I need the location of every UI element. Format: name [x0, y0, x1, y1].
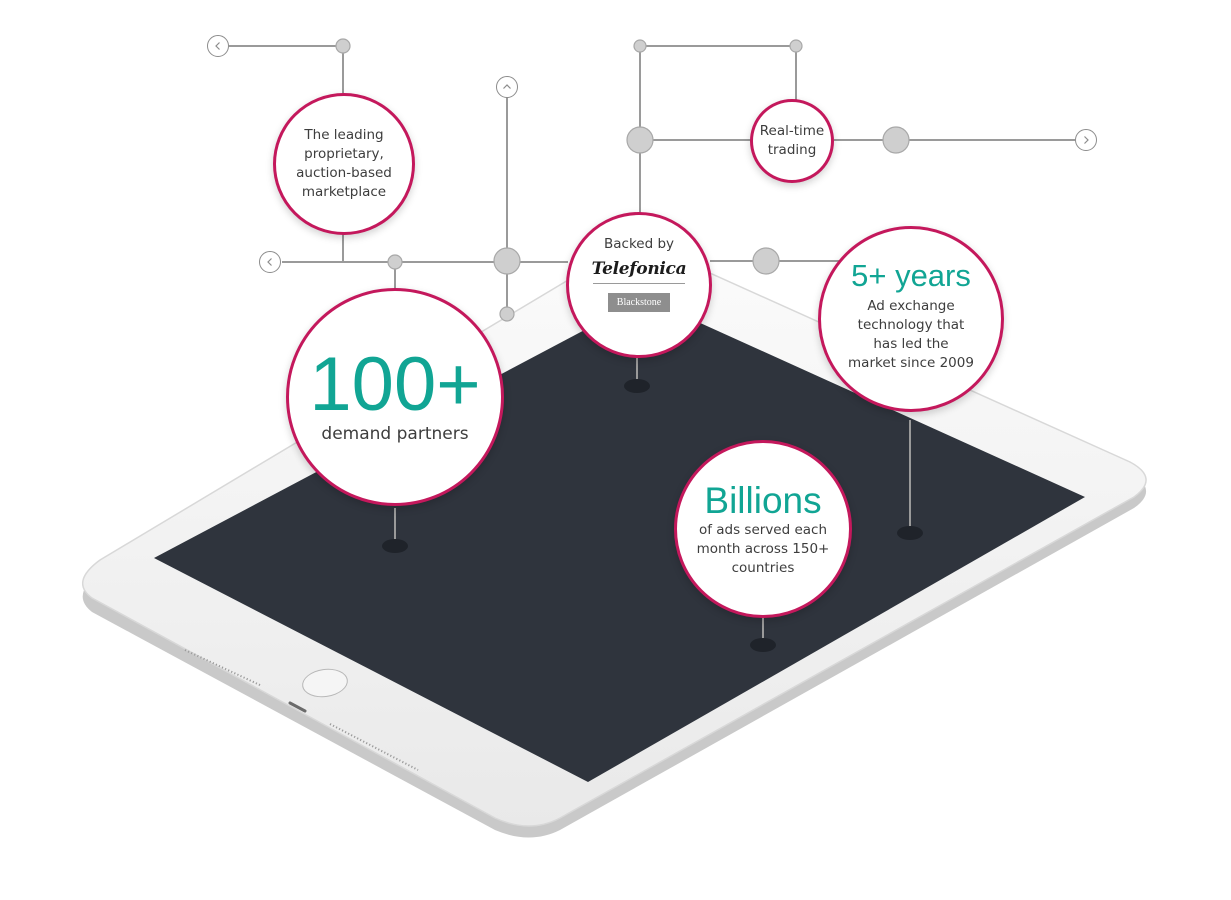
pin-base — [624, 379, 650, 393]
blackstone-logo: Blackstone — [608, 293, 670, 312]
node — [626, 126, 654, 154]
realtime-bubble: Real-time trading — [750, 99, 834, 183]
billions-text: of ads served each month across 150+ cou… — [696, 521, 830, 576]
partners-bubble: 100+ demand partners — [286, 288, 504, 506]
billions-number: Billions — [704, 479, 822, 521]
telefonica-logo: Telefonica — [591, 259, 687, 279]
node — [499, 306, 515, 322]
chevron-right-icon[interactable] — [1075, 129, 1097, 151]
chevron-up-icon[interactable] — [496, 76, 518, 98]
marketplace-text: The leading proprietary, auction-based m… — [296, 127, 392, 200]
pin-base — [897, 526, 923, 540]
backed-bubble: Backed by Telefonica Blackstone — [566, 212, 712, 358]
partners-text: demand partners — [321, 424, 469, 444]
tablet-screen — [154, 298, 1085, 782]
backed-label: Backed by — [603, 236, 675, 252]
chevron-left-icon[interactable] — [259, 251, 281, 273]
node — [789, 39, 803, 53]
node — [493, 247, 521, 275]
pin-base — [382, 539, 408, 553]
logo-divider — [593, 283, 685, 284]
billions-bubble: Billions of ads served each month across… — [674, 440, 852, 618]
node — [882, 126, 910, 154]
node — [752, 247, 780, 275]
realtime-text: Real-time trading — [759, 123, 825, 158]
pin-base — [750, 638, 776, 652]
node — [387, 254, 403, 270]
node — [335, 38, 351, 54]
years-bubble: 5+ years Ad exchange technology that has… — [818, 226, 1004, 412]
years-text: Ad exchange technology that has led the … — [848, 298, 974, 371]
node — [633, 39, 647, 53]
marketplace-bubble: The leading proprietary, auction-based m… — [273, 93, 415, 235]
partners-number: 100+ — [309, 342, 481, 427]
chevron-left-icon[interactable] — [207, 35, 229, 57]
years-number: 5+ years — [851, 258, 971, 293]
